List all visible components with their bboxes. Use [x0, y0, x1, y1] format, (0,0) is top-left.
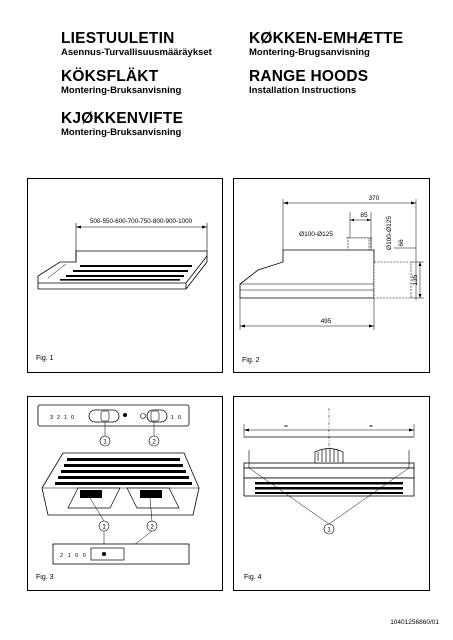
figure-1-panel	[27, 178, 223, 373]
width-dimension-label: 500-550-600-700-750-800-900-1000	[90, 218, 193, 225]
heading-title: KJØKKENVIFTE	[61, 110, 184, 127]
figure-1-label: Fig. 1	[36, 355, 54, 362]
callout-1: 1	[327, 527, 331, 534]
dim-135: 135	[412, 274, 419, 285]
figure-4-label: Fig. 4	[244, 574, 262, 581]
dim-370: 370	[369, 195, 380, 202]
fan-speed-scale: 3 2 1 0	[50, 415, 75, 421]
figure-3-label: Fig. 3	[36, 574, 54, 581]
heading-subtitle: Asennus-Turvallisuusmääräykset	[61, 47, 212, 58]
figure-3-panel	[27, 396, 223, 591]
heading-title: KØKKEN-EMHÆTTE	[249, 30, 404, 47]
figure-2-panel	[233, 178, 430, 373]
heading-title: RANGE HOODS	[249, 68, 369, 85]
heading-fi: LIESTUULETIN Asennus-Turvallisuusmääräyk…	[61, 31, 212, 59]
grease-filter-slots	[60, 265, 192, 281]
heading-title: KÖKSFLÄKT	[61, 68, 159, 85]
dim-66: 66	[398, 239, 405, 247]
dim-duct-diameter: Ø100-Ø125	[299, 231, 333, 238]
figure-2-label: Fig. 2	[242, 357, 260, 364]
heading-subtitle: Installation Instructions	[249, 85, 357, 96]
equal-sign-left: =	[284, 423, 288, 430]
grease-filter	[55, 458, 192, 485]
heading-subtitle: Montering-Bruksanvisning	[61, 85, 182, 96]
light-scale: 1 0	[171, 415, 182, 421]
callout-1: 1	[102, 524, 106, 531]
heading-sv: KÖKSFLÄKT Montering-Bruksanvisning	[61, 69, 181, 97]
equal-sign-right: =	[369, 423, 373, 430]
dim-495: 495	[321, 318, 332, 325]
heading-subtitle: Montering-Brugsanvisning	[249, 47, 370, 58]
document-code: 10401256860/01	[390, 619, 439, 626]
dim-duct-diameter-vertical: Ø100-Ø125	[386, 216, 393, 250]
heading-subtitle: Montering-Bruksanvisning	[61, 127, 182, 138]
heading-title: LIESTUULETIN	[61, 30, 175, 47]
callout-1: 1	[103, 439, 107, 446]
control-scale: 2 1 0 0	[60, 553, 87, 559]
vent-slots	[255, 482, 403, 494]
heading-da: KØKKEN-EMHÆTTE Montering-Brugsanvisning	[249, 31, 403, 59]
heading-no: KJØKKENVIFTE Montering-Bruksanvisning	[61, 111, 183, 139]
heading-en: RANGE HOODS Installation Instructions	[249, 69, 368, 97]
dim-85: 85	[360, 212, 368, 219]
callout-2: 2	[150, 524, 154, 531]
figure-4-panel	[233, 396, 430, 591]
callout-2: 2	[152, 439, 156, 446]
